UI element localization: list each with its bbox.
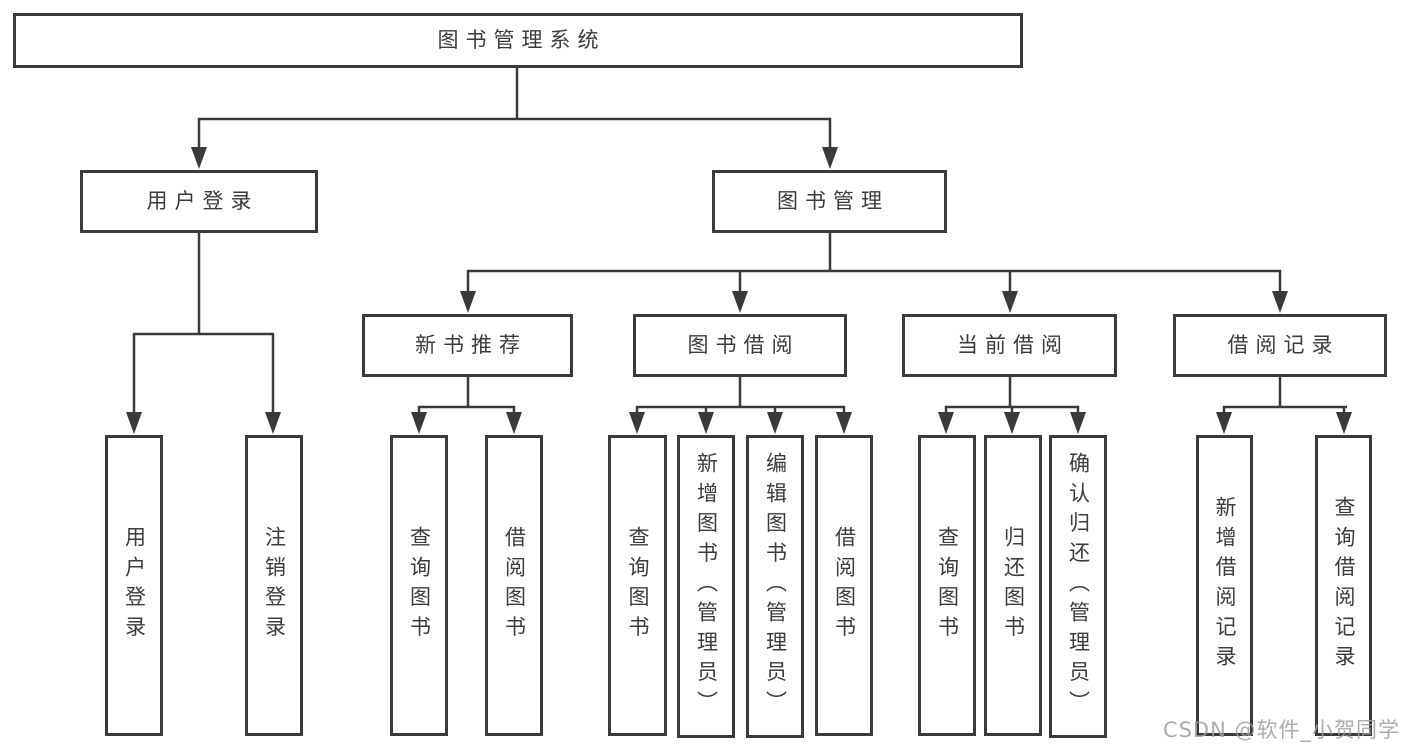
- leaf-query-books-borrowing: 查询图书: [608, 435, 667, 736]
- leaf-add-books-admin: 新增图书（管理员）: [677, 435, 735, 738]
- leaf-query-books-borrowing-label: 查询图书: [626, 525, 650, 646]
- leaf-query-books-recommend-label: 查询图书: [407, 525, 432, 646]
- node-borrowing-records-label: 借阅记录: [1227, 333, 1340, 357]
- node-user-login-label: 用户登录: [146, 189, 259, 213]
- node-book-borrowing: 图书借阅: [633, 314, 847, 377]
- leaf-add-books-admin-label: 新增图书（管理员）: [694, 452, 719, 721]
- leaf-query-books-recommend: 查询图书: [390, 435, 448, 736]
- leaf-logout-login-label: 注销登录: [262, 525, 287, 646]
- node-current-borrowing: 当前借阅: [902, 314, 1117, 377]
- csdn-watermark: CSDN @软件_小贺同学: [1162, 718, 1400, 742]
- leaf-query-books-current-label: 查询图书: [935, 525, 960, 646]
- leaf-add-borrow-record-label: 新增借阅记录: [1213, 496, 1237, 675]
- leaf-edit-books-admin: 编辑图书（管理员）: [746, 435, 804, 738]
- node-book-borrowing-label: 图书借阅: [687, 333, 800, 357]
- leaf-borrow-books-recommend: 借阅图书: [485, 435, 543, 736]
- node-book-management-label: 图书管理: [777, 189, 889, 213]
- leaf-query-borrow-record: 查询借阅记录: [1315, 435, 1372, 736]
- leaf-confirm-return-admin-label: 确认归还（管理员）: [1066, 452, 1091, 721]
- leaf-borrow-books-borrowing: 借阅图书: [815, 435, 873, 736]
- node-new-book-recommend: 新书推荐: [362, 314, 573, 377]
- node-library-system: 图书管理系统: [13, 13, 1023, 68]
- leaf-query-books-current: 查询图书: [918, 435, 976, 736]
- leaf-return-books: 归还图书: [984, 435, 1042, 736]
- leaf-borrow-books-borrowing-label: 借阅图书: [832, 525, 857, 646]
- leaf-user-login-label: 用户登录: [122, 525, 147, 646]
- node-new-book-recommend-label: 新书推荐: [415, 333, 527, 357]
- leaf-borrow-books-recommend-label: 借阅图书: [502, 525, 527, 646]
- node-user-login: 用户登录: [80, 170, 318, 233]
- leaf-confirm-return-admin: 确认归还（管理员）: [1049, 435, 1107, 738]
- leaf-return-books-label: 归还图书: [1001, 525, 1026, 646]
- node-borrowing-records: 借阅记录: [1173, 314, 1387, 377]
- node-library-system-label: 图书管理系统: [437, 28, 606, 52]
- leaf-user-login: 用户登录: [105, 435, 163, 736]
- node-current-borrowing-label: 当前借阅: [957, 333, 1069, 357]
- leaf-edit-books-admin-label: 编辑图书（管理员）: [763, 452, 788, 721]
- leaf-add-borrow-record: 新增借阅记录: [1196, 435, 1253, 736]
- node-book-management: 图书管理: [712, 170, 947, 233]
- leaf-query-borrow-record-label: 查询借阅记录: [1332, 496, 1356, 675]
- leaf-logout-login: 注销登录: [245, 435, 303, 736]
